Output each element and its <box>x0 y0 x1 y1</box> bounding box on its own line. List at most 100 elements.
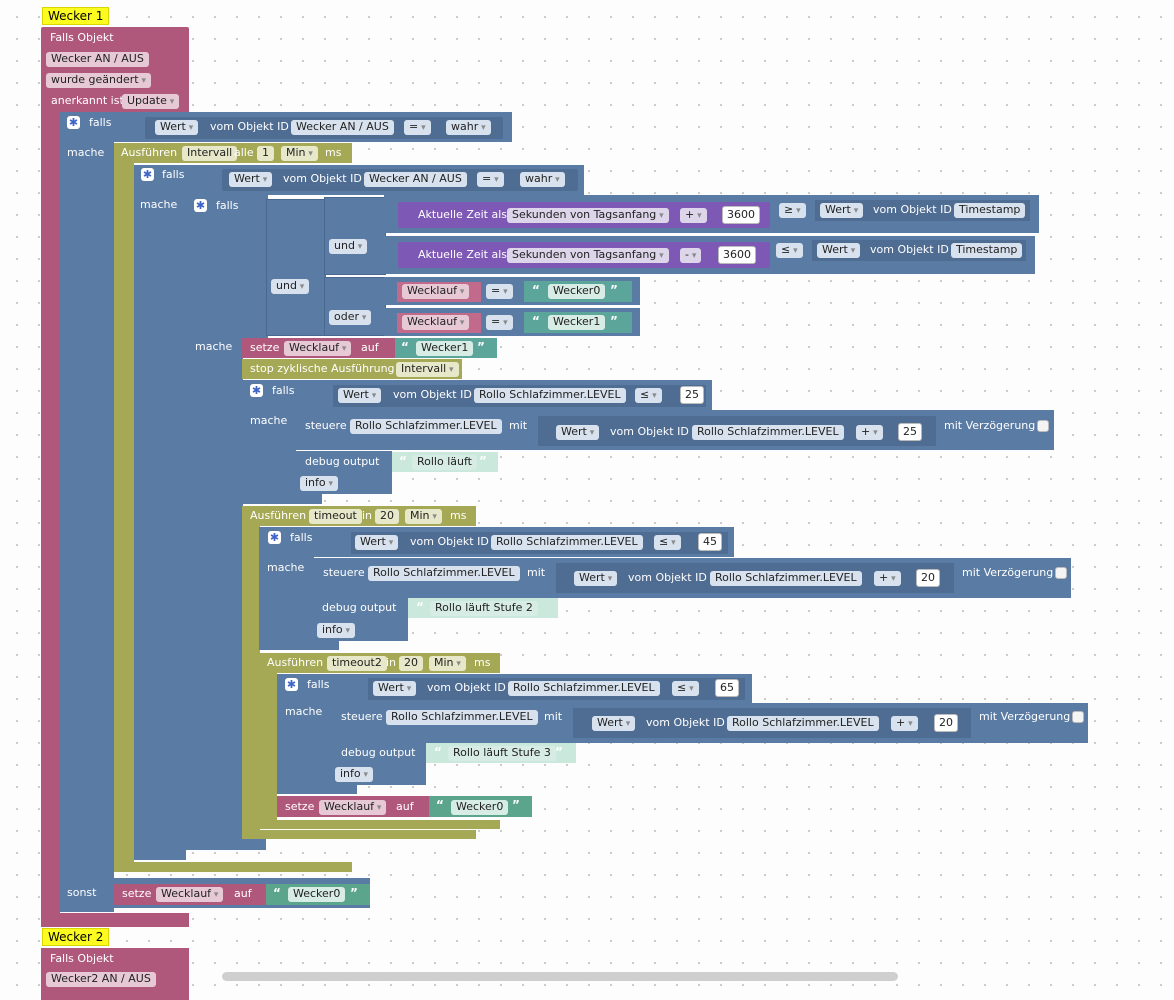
string-field[interactable]: Rollo läuft Stufe 2 <box>430 601 538 616</box>
unit-dropdown[interactable]: Min <box>405 509 442 524</box>
if-block-5-footer[interactable] <box>259 640 339 650</box>
operator-dropdown[interactable]: = <box>486 284 513 299</box>
object-id-field[interactable]: Rollo Schlafzimmer.LEVEL <box>692 425 844 440</box>
if-block-4-body[interactable] <box>242 380 296 495</box>
time-format-dropdown[interactable]: Sekunden von Tagsanfang <box>507 248 669 263</box>
operator-dropdown[interactable]: ≤ <box>635 388 662 403</box>
timeout-block-body[interactable] <box>242 506 260 838</box>
timeout-name-field[interactable]: timeout <box>309 509 362 524</box>
if-block-5-body[interactable] <box>259 527 314 642</box>
if-block-4-footer[interactable] <box>242 494 322 504</box>
object-id-field[interactable]: Wecker AN / AUS <box>46 52 149 67</box>
object-id-field[interactable]: Rollo Schlafzimmer.LEVEL <box>508 681 660 696</box>
delay-checkbox[interactable] <box>1055 567 1067 579</box>
operator-dropdown[interactable]: = <box>477 172 504 187</box>
compare-operator-dropdown[interactable]: ≤ <box>776 243 803 258</box>
object-id-field[interactable]: Timestamp <box>951 243 1023 258</box>
if-block-6-body[interactable] <box>277 674 332 790</box>
operator-dropdown[interactable]: = <box>404 120 431 135</box>
interval-block-footer[interactable] <box>114 862 352 872</box>
unit-dropdown[interactable]: Min <box>281 146 318 161</box>
variable-dropdown[interactable]: Wecklauf <box>402 284 470 299</box>
comment-wecker2[interactable]: Wecker 2 <box>42 928 110 946</box>
if-block-outer[interactable] <box>59 112 114 912</box>
compare-operator-dropdown[interactable]: ≥ <box>779 203 806 218</box>
object-id-field[interactable]: Wecker AN / AUS <box>364 172 467 187</box>
operator-dropdown[interactable]: = <box>486 315 513 330</box>
delay-checkbox[interactable] <box>1072 711 1084 723</box>
horizontal-scrollbar[interactable] <box>222 972 898 981</box>
variable-dropdown[interactable]: Wecklauf <box>319 800 387 815</box>
timeout-block-footer[interactable] <box>242 830 476 839</box>
math-operator-dropdown[interactable]: + <box>874 571 901 586</box>
bool-dropdown[interactable]: wahr <box>446 120 491 135</box>
object-id-field[interactable]: Rollo Schlafzimmer.LEVEL <box>710 571 862 586</box>
interval-block-body[interactable] <box>114 143 134 863</box>
math-operator-dropdown[interactable]: - <box>680 248 702 263</box>
object-id-field[interactable]: Wecker2 AN / AUS <box>46 972 156 987</box>
timeout-value-field[interactable]: 20 <box>399 656 423 671</box>
wert-dropdown[interactable]: Wert <box>817 243 861 258</box>
math-operator-dropdown[interactable]: + <box>680 208 707 223</box>
string-field[interactable]: Wecker0 <box>288 887 346 902</box>
object-id-field[interactable]: Rollo Schlafzimmer.LEVEL <box>386 710 538 725</box>
if-block-2[interactable] <box>134 165 186 860</box>
wert-dropdown[interactable]: Wert <box>355 535 399 550</box>
timeout2-block-footer[interactable] <box>259 820 500 829</box>
number-field[interactable]: 25 <box>680 386 704 404</box>
ack-dropdown[interactable]: Update <box>122 94 180 109</box>
string-field[interactable]: Wecker1 <box>548 315 606 330</box>
math-operator-dropdown[interactable]: + <box>856 425 883 440</box>
operator-dropdown[interactable]: ≤ <box>654 535 681 550</box>
object-id-field[interactable]: Rollo Schlafzimmer.LEVEL <box>727 716 879 731</box>
log-level-dropdown[interactable]: info <box>335 767 374 782</box>
if-block-3-footer[interactable] <box>186 838 266 850</box>
trigger-block-footer[interactable] <box>41 913 189 927</box>
logic-dropdown[interactable]: und <box>271 279 310 294</box>
number-field[interactable]: 65 <box>715 679 739 697</box>
logic-und-inner[interactable] <box>324 197 386 275</box>
wert-dropdown[interactable]: Wert <box>338 388 382 403</box>
unit-dropdown[interactable]: Min <box>429 656 466 671</box>
time-format-dropdown[interactable]: Sekunden von Tagsanfang <box>507 208 669 223</box>
interval-name-field[interactable]: Intervall <box>182 146 238 161</box>
wert-dropdown[interactable]: Wert <box>373 681 417 696</box>
variable-dropdown[interactable]: Wecklauf <box>156 887 224 902</box>
if-block-6-footer[interactable] <box>277 784 357 794</box>
if-block-3-header[interactable] <box>186 195 268 340</box>
wert-dropdown[interactable]: Wert <box>556 425 600 440</box>
wert-dropdown[interactable]: Wert <box>592 716 636 731</box>
string-field[interactable]: Wecker0 <box>451 800 509 815</box>
gear-icon[interactable]: ✱ <box>285 678 298 691</box>
interval-dropdown[interactable]: Intervall <box>396 362 459 377</box>
variable-dropdown[interactable]: Wecklauf <box>402 315 470 330</box>
gear-icon[interactable]: ✱ <box>141 168 154 181</box>
log-level-dropdown[interactable]: info <box>300 476 339 491</box>
timeout-name-field[interactable]: timeout2 <box>327 656 387 671</box>
comment-wecker1[interactable]: Wecker 1 <box>42 7 110 25</box>
changed-dropdown[interactable]: wurde geändert <box>46 73 151 88</box>
trigger-block-body[interactable] <box>41 105 60 919</box>
gear-icon[interactable]: ✱ <box>194 199 207 212</box>
number-field[interactable]: 3600 <box>718 246 756 264</box>
object-id-field[interactable]: Rollo Schlafzimmer.LEVEL <box>368 566 520 581</box>
wert-dropdown[interactable]: Wert <box>820 203 864 218</box>
wert-dropdown[interactable]: Wert <box>155 120 199 135</box>
number-field[interactable]: 25 <box>898 423 922 441</box>
variable-dropdown[interactable]: Wecklauf <box>284 341 352 356</box>
logic-oder[interactable] <box>324 277 386 336</box>
timeout2-block-body[interactable] <box>259 653 277 821</box>
object-id-field[interactable]: Timestamp <box>954 203 1026 218</box>
wert-dropdown[interactable]: Wert <box>229 172 273 187</box>
object-id-field[interactable]: Rollo Schlafzimmer.LEVEL <box>491 535 643 550</box>
string-field[interactable]: Rollo läuft <box>412 455 477 470</box>
logic-dropdown[interactable]: oder <box>329 310 372 325</box>
bool-dropdown[interactable]: wahr <box>520 172 565 187</box>
string-field[interactable]: Wecker0 <box>548 284 606 299</box>
logic-dropdown[interactable]: und <box>329 239 368 254</box>
number-field[interactable]: 45 <box>698 533 722 551</box>
delay-checkbox[interactable] <box>1037 420 1049 432</box>
object-id-field[interactable]: Wecker AN / AUS <box>291 120 394 135</box>
gear-icon[interactable]: ✱ <box>250 384 263 397</box>
number-field[interactable]: 20 <box>916 569 940 587</box>
